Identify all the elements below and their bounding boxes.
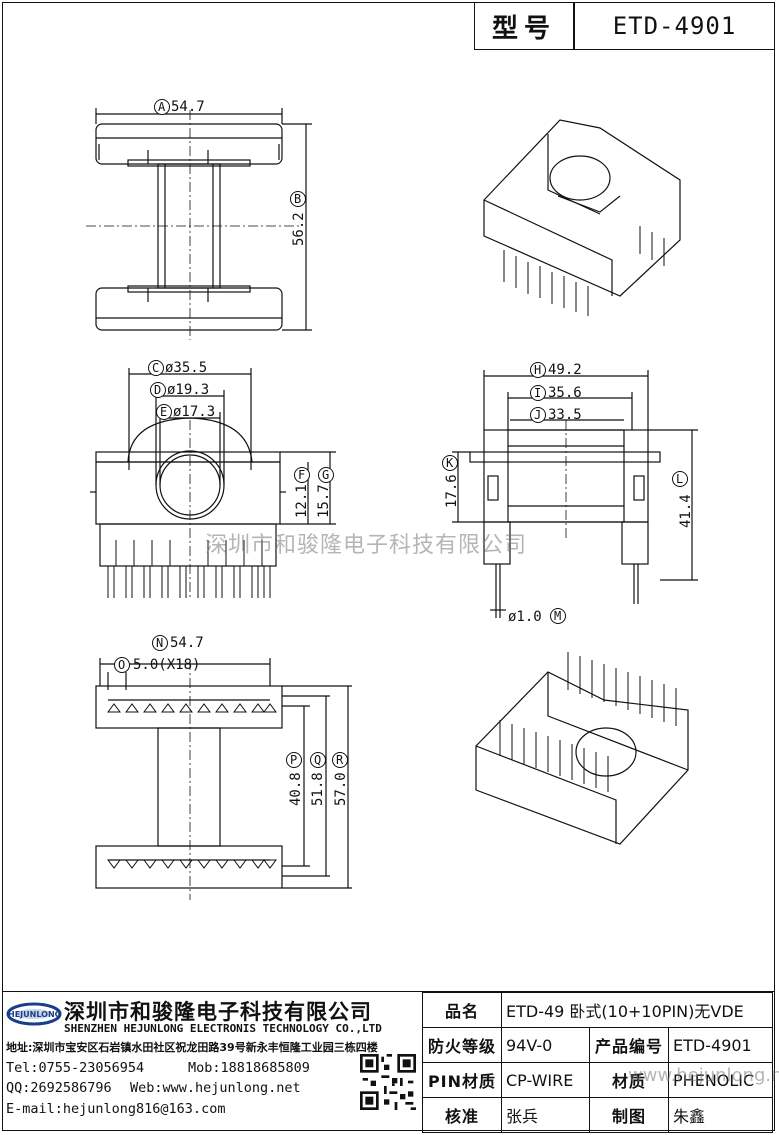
spec-name-label: 品名 [422, 992, 502, 1028]
letter-a: A [158, 100, 166, 114]
letter-b: B [294, 192, 301, 206]
dim-h: 49.2 [548, 362, 582, 378]
company-mob: Mob:18818685809 [188, 1060, 310, 1076]
company-info: HEJUNLONG 深圳市和骏隆电子科技有限公司 SHENZHEN HEJUNL… [2, 992, 420, 1130]
dim-b: 56.2 [291, 212, 307, 246]
dim-r: 57.0 [333, 772, 349, 806]
dim-a: 54.7 [171, 99, 205, 115]
letter-i: I [534, 386, 541, 400]
model-label: 型号 [491, 13, 556, 44]
dim-q: 51.8 [310, 772, 326, 806]
spec-table: 品名 ETD-49 卧式(10+10PIN)无VDE 防火等级 94V-0 产品… [422, 992, 773, 1133]
dim-k: 17.6 [444, 474, 460, 508]
dimension-labels: A 54.7 B 56.2 C ø35.5 D ø19.3 E ø17.3 F … [114, 99, 694, 806]
dim-i: 35.6 [548, 385, 582, 401]
dim-f: 12.1 [294, 484, 310, 518]
letter-c: C [152, 361, 159, 375]
dim-n: 54.7 [170, 635, 204, 651]
logo-text: HEJUNLONG [8, 1010, 62, 1019]
dim-d: ø19.3 [167, 382, 209, 398]
spec-code-label: 产品编号 [589, 1027, 670, 1063]
company-logo-icon [6, 1002, 62, 1026]
letter-k: K [446, 456, 454, 470]
spec-check-value: 张兵 [500, 1097, 591, 1133]
dim-j: 33.5 [548, 407, 582, 423]
company-web: Web:www.hejunlong.net [130, 1080, 301, 1096]
dim-l: 41.4 [678, 494, 694, 528]
watermark-url: www.hejunlong.net [628, 1065, 779, 1086]
letter-r: R [336, 753, 344, 767]
spec-draw-value: 朱鑫 [668, 1097, 773, 1133]
spec-name-value: ETD-49 卧式(10+10PIN)无VDE [501, 992, 773, 1028]
title-block: HEJUNLONG 深圳市和骏隆电子科技有限公司 SHENZHEN HEJUNL… [2, 991, 775, 1133]
company-address: 地址:深圳市宝安区石岩镇水田社区祝龙田路39号新永丰恒隆工业园三栋四楼 [6, 1041, 378, 1054]
letter-m: M [554, 609, 561, 623]
letter-d: D [154, 383, 161, 397]
company-name-cn: 深圳市和骏隆电子科技有限公司 [64, 1000, 372, 1024]
dim-m: ø1.0 [508, 609, 542, 625]
letter-q: Q [314, 753, 321, 767]
spec-flame-value: 94V-0 [500, 1027, 591, 1063]
letter-f: F [298, 468, 305, 482]
qr-code-icon [360, 1054, 416, 1110]
title-header: 型号 ETD-4901 [474, 3, 774, 50]
company-email: E-mail:hejunlong816@163.com [6, 1101, 226, 1117]
spec-material-value: PHENOLIC [668, 1062, 773, 1098]
dim-g: 15.7 [316, 484, 332, 518]
letter-j: J [534, 408, 541, 422]
company-tel: Tel:0755-23056954 [6, 1060, 145, 1076]
letter-e: E [160, 405, 167, 419]
watermark-text: 深圳市和骏隆电子科技有限公司 [205, 533, 528, 558]
dim-e: ø17.3 [173, 404, 215, 420]
letter-p: P [290, 753, 297, 767]
company-qq: QQ:2692586796 [6, 1080, 112, 1096]
spec-flame-label: 防火等级 [422, 1027, 502, 1063]
dim-c: ø35.5 [165, 360, 207, 376]
spec-check-label: 核准 [422, 1097, 502, 1133]
spec-pin-value: CP-WIRE [500, 1062, 591, 1098]
technical-drawing: A 54.7 B 56.2 C ø35.5 D ø19.3 E ø17.3 F … [86, 99, 698, 900]
letter-g: G [322, 468, 329, 482]
model-number: ETD-4901 [612, 12, 737, 40]
dim-o: 5.0(X18) [133, 657, 200, 673]
letter-h: H [534, 363, 541, 377]
company-name-en: SHENZHEN HEJUNLONG ELECTRONIS TECHNOLOGY… [64, 1022, 382, 1035]
spec-code-value: ETD-4901 [668, 1027, 773, 1063]
dim-p: 40.8 [288, 772, 304, 806]
letter-n: N [156, 636, 163, 650]
spec-draw-label: 制图 [589, 1097, 670, 1133]
spec-pin-label: PIN材质 [422, 1062, 502, 1098]
letter-l: L [676, 472, 683, 486]
letter-o: O [118, 658, 125, 672]
